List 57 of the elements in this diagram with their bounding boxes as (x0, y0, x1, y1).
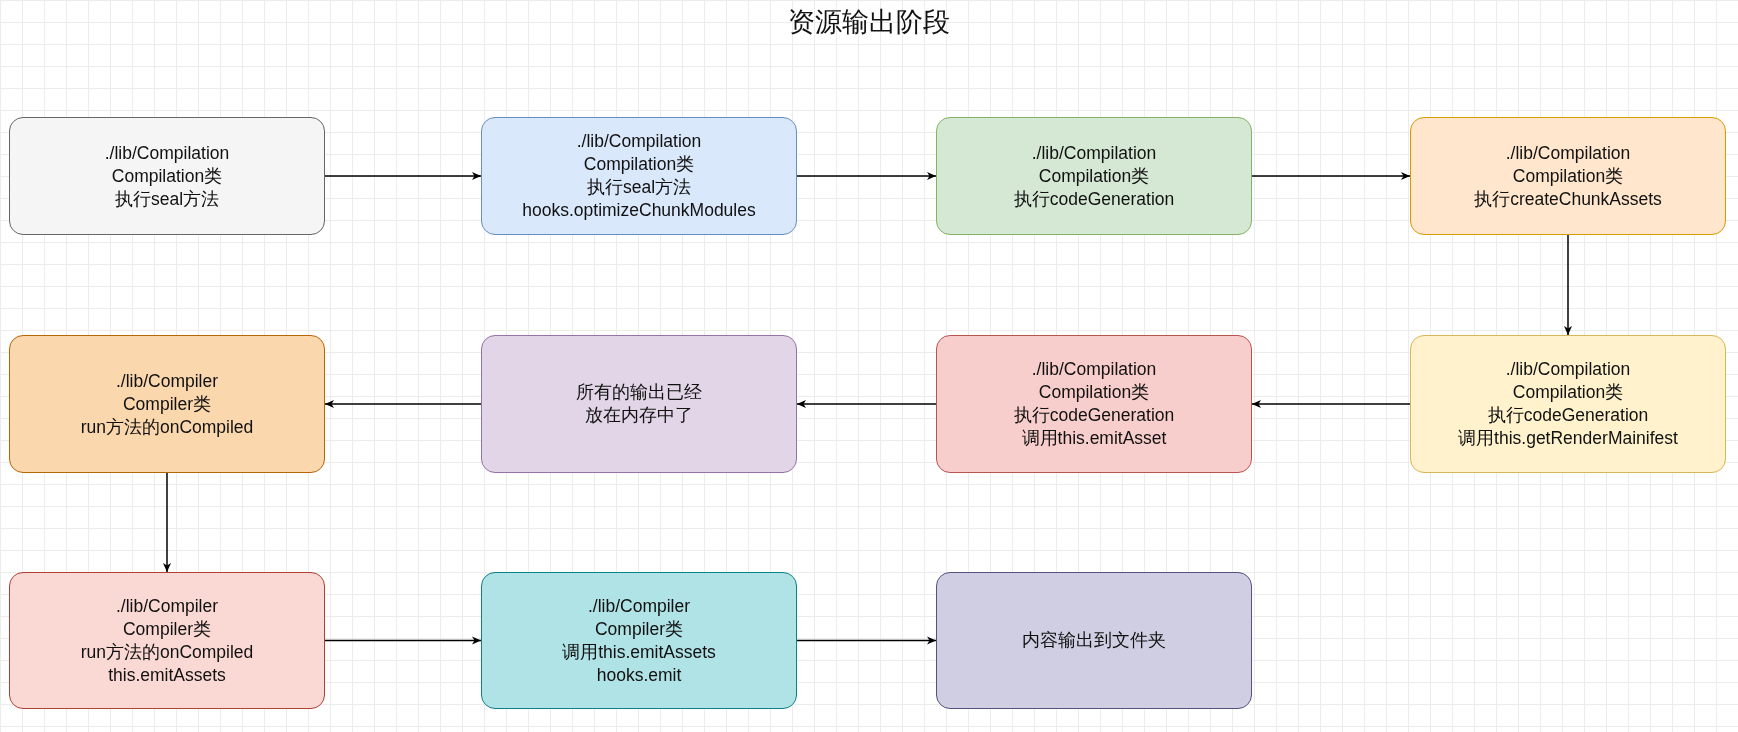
box-text: Compilation类 (1038, 381, 1150, 404)
box-text: ./lib/Compilation (104, 141, 230, 165)
box-text: 调用this.emitAssets (562, 640, 716, 664)
process-box (1410, 335, 1726, 473)
arrow (796, 400, 937, 408)
box-text: Compiler类 (123, 617, 211, 641)
process-box (1410, 117, 1726, 235)
process-box (936, 335, 1252, 473)
arrow (796, 172, 937, 180)
box-text: 执行codeGeneration (1013, 404, 1175, 427)
box-text: run方法的onCompiled (80, 415, 254, 439)
box-text: ./lib/Compilation (1505, 141, 1631, 165)
box-text: 执行createChunkAssets (1474, 187, 1662, 211)
arrow (1564, 234, 1572, 336)
box-text: ./lib/Compiler (115, 369, 219, 393)
box-text: ./lib/Compilation (1031, 358, 1157, 381)
box-text: 调用this.emitAsset (1021, 427, 1167, 450)
box-text: ./lib/Compilation (576, 130, 702, 153)
box-text: 执行seal方法 (586, 176, 692, 199)
box-text: Compilation类 (1512, 164, 1624, 188)
box-text: Compilation类 (583, 153, 695, 176)
diagram-title: 资源输出阶段 (787, 6, 951, 39)
process-box (481, 572, 797, 709)
process-box (481, 117, 797, 235)
process-box (9, 335, 325, 473)
box-text: hooks.optimizeChunkModules (522, 199, 756, 222)
arrow (324, 636, 482, 645)
arrow (1251, 400, 1411, 408)
arrow (324, 172, 482, 180)
box-text: ./lib/Compiler (587, 594, 691, 618)
box-text: Compilation类 (111, 164, 223, 188)
box-text: 执行codeGeneration (1487, 404, 1649, 427)
box-text: 执行seal方法 (114, 187, 220, 211)
process-box (9, 117, 325, 235)
box-text: ./lib/Compiler (115, 594, 219, 618)
box-text: Compilation类 (1038, 164, 1150, 188)
box-text: hooks.emit (596, 663, 682, 687)
box-text: ./lib/Compilation (1031, 141, 1157, 165)
arrow (1251, 172, 1411, 180)
box-text: ./lib/Compilation (1505, 358, 1631, 381)
box-text: 内容输出到文件夹 (1022, 629, 1166, 652)
process-box (481, 335, 797, 473)
box-text: 放在内存中了 (585, 404, 693, 427)
process-box (936, 572, 1252, 709)
box-text: run方法的onCompiled (80, 640, 254, 664)
box-text: 调用this.getRenderMainifest (1458, 427, 1678, 450)
process-box (9, 572, 325, 709)
box-text: Compiler类 (595, 617, 683, 641)
box-text: Compiler类 (123, 392, 211, 416)
arrow (796, 636, 937, 645)
box-text: 执行codeGeneration (1013, 187, 1175, 211)
arrow (163, 472, 171, 573)
box-text: this.emitAssets (108, 663, 226, 687)
process-box (936, 117, 1252, 235)
box-text: Compilation类 (1512, 381, 1624, 404)
box-text: 所有的输出已经 (576, 381, 702, 404)
arrow (324, 400, 482, 408)
